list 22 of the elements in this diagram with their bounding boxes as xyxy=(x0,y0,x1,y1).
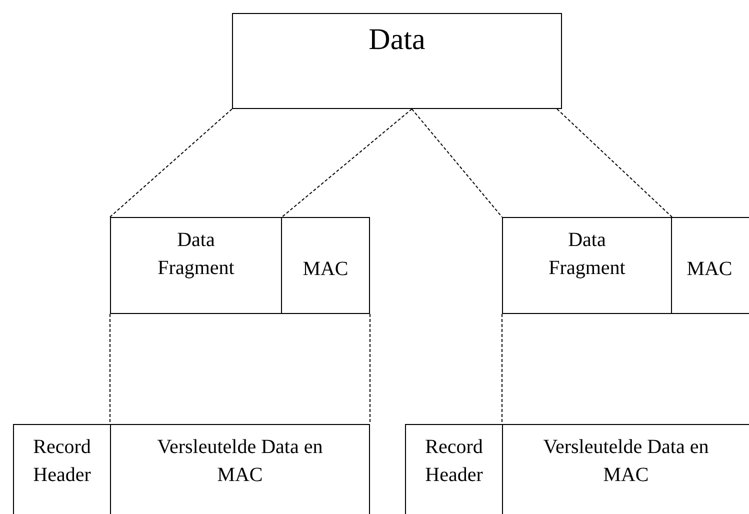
dotted-line xyxy=(556,108,672,218)
box-label: Data xyxy=(368,26,426,54)
box-label: MAC xyxy=(302,257,348,282)
dotted-line xyxy=(110,108,232,218)
record-header-box xyxy=(405,424,502,514)
box-label: Record Header xyxy=(424,435,484,488)
fragment-box xyxy=(110,217,282,314)
data-box xyxy=(232,13,562,109)
mac-box xyxy=(672,217,749,314)
dotted-line xyxy=(411,108,502,218)
encrypted-data-box xyxy=(502,424,749,514)
box-label: Data Fragment xyxy=(548,228,626,281)
box-label: Record Header xyxy=(32,435,92,488)
encrypted-data-box xyxy=(110,424,370,514)
box-label: Data Fragment xyxy=(156,228,236,281)
record-header-box xyxy=(13,424,110,514)
box-label: MAC xyxy=(686,257,732,282)
box-label: Versleutelde Data en MAC xyxy=(156,435,324,488)
fragment-box xyxy=(502,217,672,314)
box-label: Versleutelde Data en MAC xyxy=(542,435,710,488)
dotted-line xyxy=(282,108,412,218)
mac-box xyxy=(282,217,370,314)
